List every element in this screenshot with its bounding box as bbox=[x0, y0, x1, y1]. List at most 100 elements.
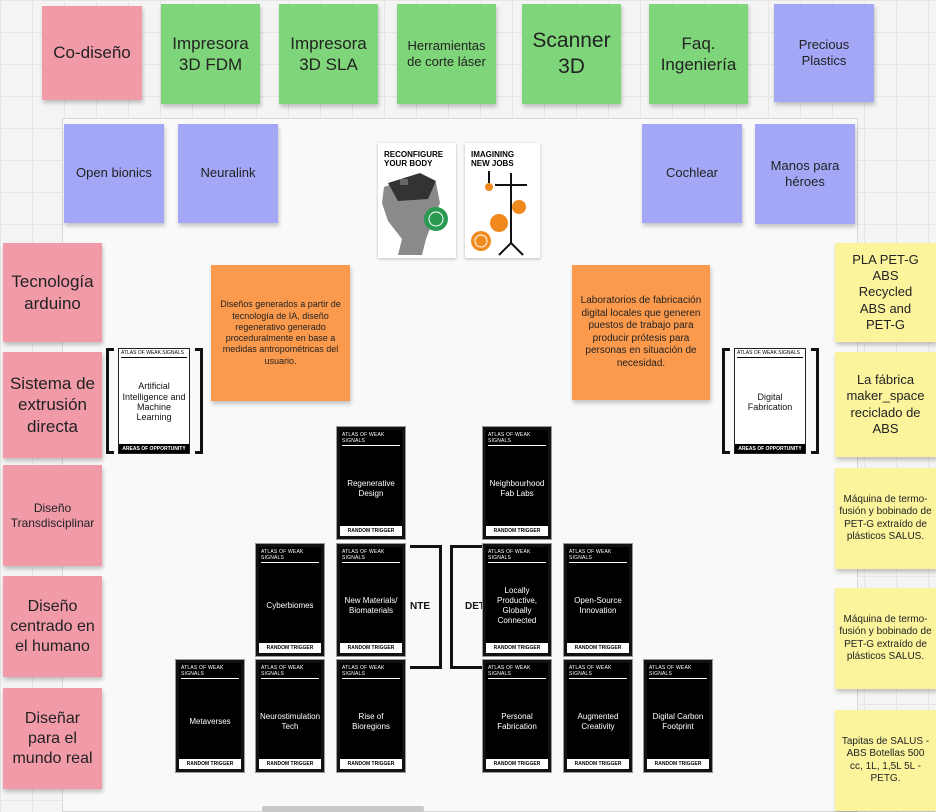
card-header: ATLAS OF WEAK SIGNALS bbox=[569, 665, 627, 679]
sticky-text: Impresora 3D SLA bbox=[290, 33, 367, 74]
card-header: ATLAS OF WEAK SIGNALS bbox=[261, 665, 319, 679]
card-neurostimulation-tech[interactable]: ATLAS OF WEAK SIGNALS Neurostimulation T… bbox=[255, 659, 325, 773]
card-artificial-intelligence[interactable]: ATLAS OF WEAK SIGNALS Artificial Intelli… bbox=[118, 348, 190, 454]
sticky-sistema-extrusion[interactable]: Sistema de extrusión directa bbox=[3, 352, 102, 458]
card-personal-fabrication[interactable]: ATLAS OF WEAK SIGNALS Personal Fabricati… bbox=[482, 659, 552, 773]
label-det: DET bbox=[465, 601, 485, 612]
card-title: Augmented Creativity bbox=[577, 712, 619, 731]
sticky-impresora-fdm[interactable]: Impresora 3D FDM bbox=[161, 4, 260, 104]
card-neighbourhood-fab-labs[interactable]: ATLAS OF WEAK SIGNALS Neighbourhood Fab … bbox=[482, 426, 552, 540]
sticky-precious-plastics[interactable]: Precious Plastics bbox=[774, 4, 874, 102]
card-new-materials[interactable]: ATLAS OF WEAK SIGNALS New Materials/ Bio… bbox=[336, 543, 406, 657]
card-footer: RANDOM TRIGGER bbox=[567, 643, 629, 653]
card-title: Personal Fabrication bbox=[497, 712, 537, 731]
sticky-text: La fábrica maker_space reciclado de ABS bbox=[846, 372, 925, 436]
bracket-left-close bbox=[195, 348, 203, 454]
card-title: Artificial Intelligence and Machine Lear… bbox=[122, 381, 186, 423]
sticky-manos-para-heroes[interactable]: Manos para héroes bbox=[755, 124, 855, 224]
label-nte: NTE bbox=[410, 601, 430, 612]
sticky-impresora-sla[interactable]: Impresora 3D SLA bbox=[279, 4, 378, 104]
sticky-text: Herramientas de corte láser bbox=[407, 37, 486, 69]
card-footer: RANDOM TRIGGER bbox=[179, 759, 241, 769]
sticky-cochlear[interactable]: Cochlear bbox=[642, 124, 742, 223]
sticky-diseno-centrado-humano[interactable]: Diseño centrado en el humano bbox=[3, 576, 102, 677]
card-regenerative-design[interactable]: ATLAS OF WEAK SIGNALS Regenerative Desig… bbox=[336, 426, 406, 540]
card-digital-fabrication[interactable]: ATLAS OF WEAK SIGNALS Digital Fabricatio… bbox=[734, 348, 806, 454]
card-cyberbiomes[interactable]: ATLAS OF WEAK SIGNALS Cyberbiomes RANDOM… bbox=[255, 543, 325, 657]
card-metaverses[interactable]: ATLAS OF WEAK SIGNALS Metaverses RANDOM … bbox=[175, 659, 245, 773]
card-header: ATLAS OF WEAK SIGNALS bbox=[121, 350, 187, 358]
sticky-text: Precious Plastics bbox=[798, 36, 850, 68]
card-title: Cyberbiomes bbox=[266, 601, 314, 610]
sticky-maquina-termofusion-1[interactable]: Máquina de termo-fusión y bobinado de PE… bbox=[835, 468, 936, 569]
sticky-maquina-termofusion-2[interactable]: Máquina de termo-fusión y bobinado de PE… bbox=[835, 588, 936, 689]
card-footer: RANDOM TRIGGER bbox=[486, 759, 548, 769]
sticky-laboratorios-fabricacion[interactable]: Laboratorios de fabricación digital loca… bbox=[572, 265, 710, 400]
horizontal-scrollbar[interactable] bbox=[262, 806, 424, 812]
card-header: ATLAS OF WEAK SIGNALS bbox=[342, 549, 400, 563]
sticky-diseno-transdisciplinar[interactable]: Diseño Transdisciplinar bbox=[3, 465, 102, 566]
sticky-text: Diseño Transdisciplinar bbox=[10, 500, 95, 530]
card-title: Rise of Bioregions bbox=[352, 712, 390, 731]
sticky-text: Diseñar para el mundo real bbox=[12, 709, 93, 767]
sticky-co-diseno[interactable]: Co-diseño bbox=[42, 6, 142, 100]
card-footer: AREAS OF OPPORTUNITY bbox=[119, 444, 189, 453]
card-footer: RANDOM TRIGGER bbox=[567, 759, 629, 769]
bracket-center-right bbox=[450, 545, 482, 669]
sticky-text: Laboratorios de fabricación digital loca… bbox=[580, 295, 702, 369]
card-rise-of-bioregions[interactable]: ATLAS OF WEAK SIGNALS Rise of Bioregions… bbox=[336, 659, 406, 773]
card-title: Metaverses bbox=[189, 717, 231, 726]
sticky-tecnologia-arduino[interactable]: Tecnología arduino bbox=[3, 243, 102, 342]
card-title: Neighbourhood Fab Labs bbox=[489, 479, 545, 498]
sticky-scanner-3d[interactable]: Scanner 3D bbox=[522, 4, 621, 104]
poster-imagining-new-jobs[interactable]: IMAGINING NEW JOBS bbox=[465, 143, 540, 258]
card-header: ATLAS OF WEAK SIGNALS bbox=[488, 549, 546, 563]
sticky-neuralink[interactable]: Neuralink bbox=[178, 124, 278, 223]
card-footer: RANDOM TRIGGER bbox=[486, 526, 548, 536]
card-locally-productive[interactable]: ATLAS OF WEAK SIGNALS Locally Productive… bbox=[482, 543, 552, 657]
card-header: ATLAS OF WEAK SIGNALS bbox=[569, 549, 627, 563]
card-footer: RANDOM TRIGGER bbox=[340, 526, 402, 536]
card-header: ATLAS OF WEAK SIGNALS bbox=[261, 549, 319, 563]
sticky-faq-ingenieria[interactable]: Faq. Ingeniería bbox=[649, 4, 748, 104]
card-footer: RANDOM TRIGGER bbox=[647, 759, 709, 769]
sticky-text: Neuralink bbox=[200, 165, 256, 181]
card-footer: RANDOM TRIGGER bbox=[259, 759, 321, 769]
poster-title: RECONFIGURE YOUR BODY bbox=[384, 150, 444, 168]
sticky-disenar-mundo-real[interactable]: Diseñar para el mundo real bbox=[3, 688, 102, 789]
card-footer: RANDOM TRIGGER bbox=[340, 759, 402, 769]
bracket-right-open bbox=[722, 348, 730, 454]
sticky-disenos-ia[interactable]: Diseños generados a partir de tecnología… bbox=[211, 265, 350, 401]
bracket-center-left bbox=[410, 545, 442, 669]
card-header: ATLAS OF WEAK SIGNALS bbox=[737, 350, 803, 358]
sticky-tapitas-salus[interactable]: Tapitas de SALUS - ABS Botellas 500 cc, … bbox=[835, 710, 936, 811]
card-title: Digital Fabrication bbox=[747, 391, 793, 412]
card-header: ATLAS OF WEAK SIGNALS bbox=[488, 665, 546, 679]
sticky-text: Faq. Ingeniería bbox=[660, 33, 737, 74]
sticky-open-bionics[interactable]: Open bionics bbox=[64, 124, 164, 223]
card-digital-carbon-footprint[interactable]: ATLAS OF WEAK SIGNALS Digital Carbon Foo… bbox=[643, 659, 713, 773]
sticky-text: Open bionics bbox=[76, 165, 152, 181]
card-title: Regenerative Design bbox=[347, 479, 395, 498]
sticky-corte-laser[interactable]: Herramientas de corte láser bbox=[397, 4, 496, 104]
card-header: ATLAS OF WEAK SIGNALS bbox=[488, 432, 546, 446]
card-title: Locally Productive, Globally Connected bbox=[496, 586, 538, 625]
sticky-text: Diseño centrado en el humano bbox=[10, 597, 95, 655]
card-augmented-creativity[interactable]: ATLAS OF WEAK SIGNALS Augmented Creativi… bbox=[563, 659, 633, 773]
sticky-text: Sistema de extrusión directa bbox=[9, 374, 96, 436]
card-footer: AREAS OF OPPORTUNITY bbox=[735, 444, 805, 453]
sticky-fabrica-maker-space[interactable]: La fábrica maker_space reciclado de ABS bbox=[835, 352, 936, 457]
sticky-materiales-pla[interactable]: PLA PET-G ABS Recycled ABS and PET-G bbox=[835, 243, 936, 342]
card-title: Open-Source Innovation bbox=[574, 596, 622, 615]
sticky-text: Máquina de termo-fusión y bobinado de PE… bbox=[839, 613, 932, 663]
sticky-text: PLA PET-G ABS Recycled ABS and PET-G bbox=[852, 251, 919, 332]
sticky-text: Manos para héroes bbox=[770, 157, 840, 189]
sticky-text: Impresora 3D FDM bbox=[172, 33, 249, 74]
sticky-text: Scanner 3D bbox=[532, 28, 611, 78]
sticky-text: Tecnología arduino bbox=[11, 272, 94, 313]
poster-reconfigure-your-body[interactable]: RECONFIGURE YOUR BODY bbox=[378, 143, 456, 258]
sticky-text: Co-diseño bbox=[53, 43, 131, 63]
bracket-left-open bbox=[106, 348, 114, 454]
card-title: Digital Carbon Footprint bbox=[652, 712, 704, 731]
card-open-source-innovation[interactable]: ATLAS OF WEAK SIGNALS Open-Source Innova… bbox=[563, 543, 633, 657]
